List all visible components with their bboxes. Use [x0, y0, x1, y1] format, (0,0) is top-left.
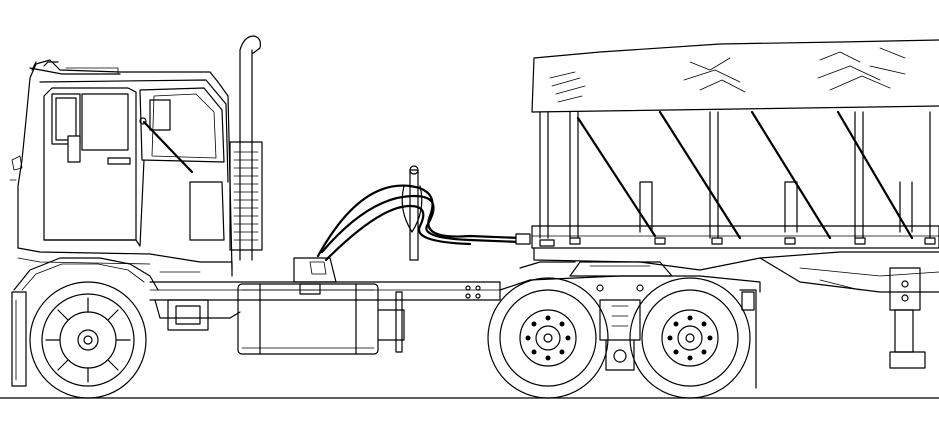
landing-gear — [890, 268, 925, 368]
cab-body — [18, 60, 232, 270]
tarp-cover — [532, 40, 939, 112]
door-handle — [108, 158, 130, 164]
fuel-tank — [238, 284, 404, 354]
rear-wheel-front — [488, 278, 608, 398]
tarp-straps — [578, 112, 912, 238]
rear-wheel-back — [630, 278, 750, 398]
tandem-suspension — [597, 285, 756, 388]
heat-shield — [230, 142, 262, 250]
trailer — [532, 40, 939, 368]
front-wheel — [30, 282, 146, 398]
cab — [10, 60, 232, 386]
stake-frame — [540, 112, 930, 238]
trailer-deck — [532, 226, 939, 248]
front-fender — [14, 258, 158, 290]
air-hoses — [294, 166, 530, 282]
fifth-wheel — [520, 262, 672, 276]
side-mirror — [52, 94, 80, 162]
side-window — [82, 94, 128, 150]
front-bumper — [12, 292, 26, 386]
exhaust-stack — [230, 36, 262, 260]
